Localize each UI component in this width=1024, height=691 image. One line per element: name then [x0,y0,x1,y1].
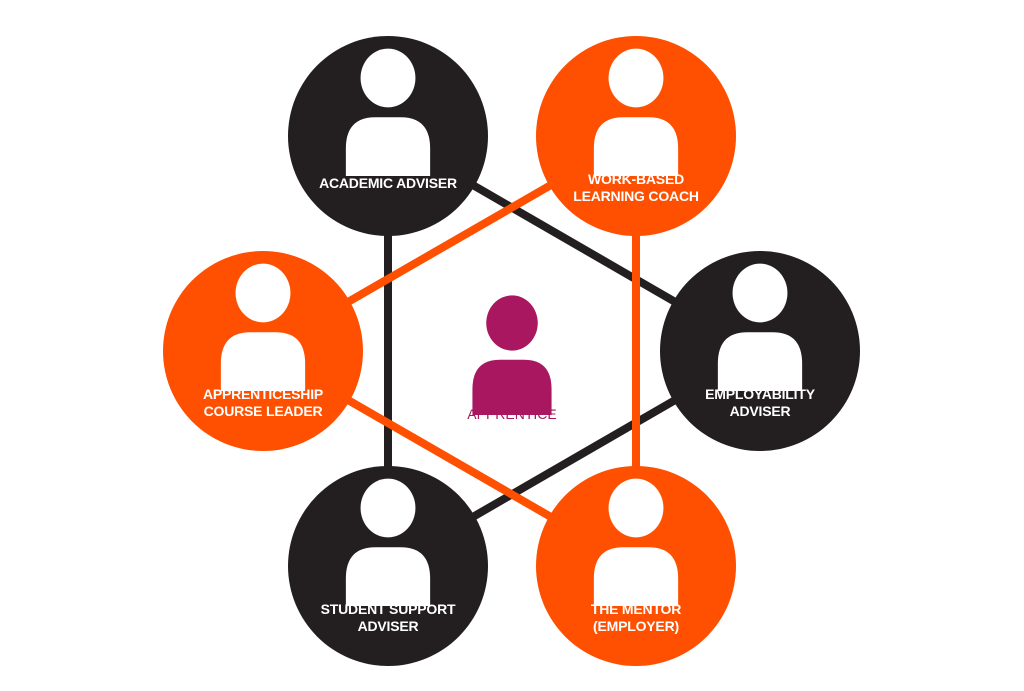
node-academic-adviser: ACADEMIC ADVISER [288,36,488,236]
node-label: ADVISER [730,403,791,419]
node-label: LEARNING COACH [573,188,699,204]
node-label: (EMPLOYER) [593,618,679,634]
node-the-mentor-employer: THE MENTOR(EMPLOYER) [536,466,736,666]
node-label: COURSE LEADER [204,403,323,419]
node-label: APPRENTICESHIP [203,386,323,402]
node-label: STUDENT SUPPORT [321,601,456,617]
person-icon [593,478,679,606]
node-label: THE MENTOR [591,601,681,617]
person-icon [345,48,431,176]
center-label: APPRENTICE [467,406,556,422]
node-label: ACADEMIC ADVISER [319,175,457,191]
person-icon [220,263,306,391]
person-icon [345,478,431,606]
person-icon [472,295,552,415]
center-node: APPRENTICE [467,295,557,422]
node-label: ADVISER [358,618,419,634]
person-icon [593,48,679,176]
person-icon [717,263,803,391]
node-label: EMPLOYABILITY [705,386,816,402]
node-label: WORK-BASED [588,171,684,187]
